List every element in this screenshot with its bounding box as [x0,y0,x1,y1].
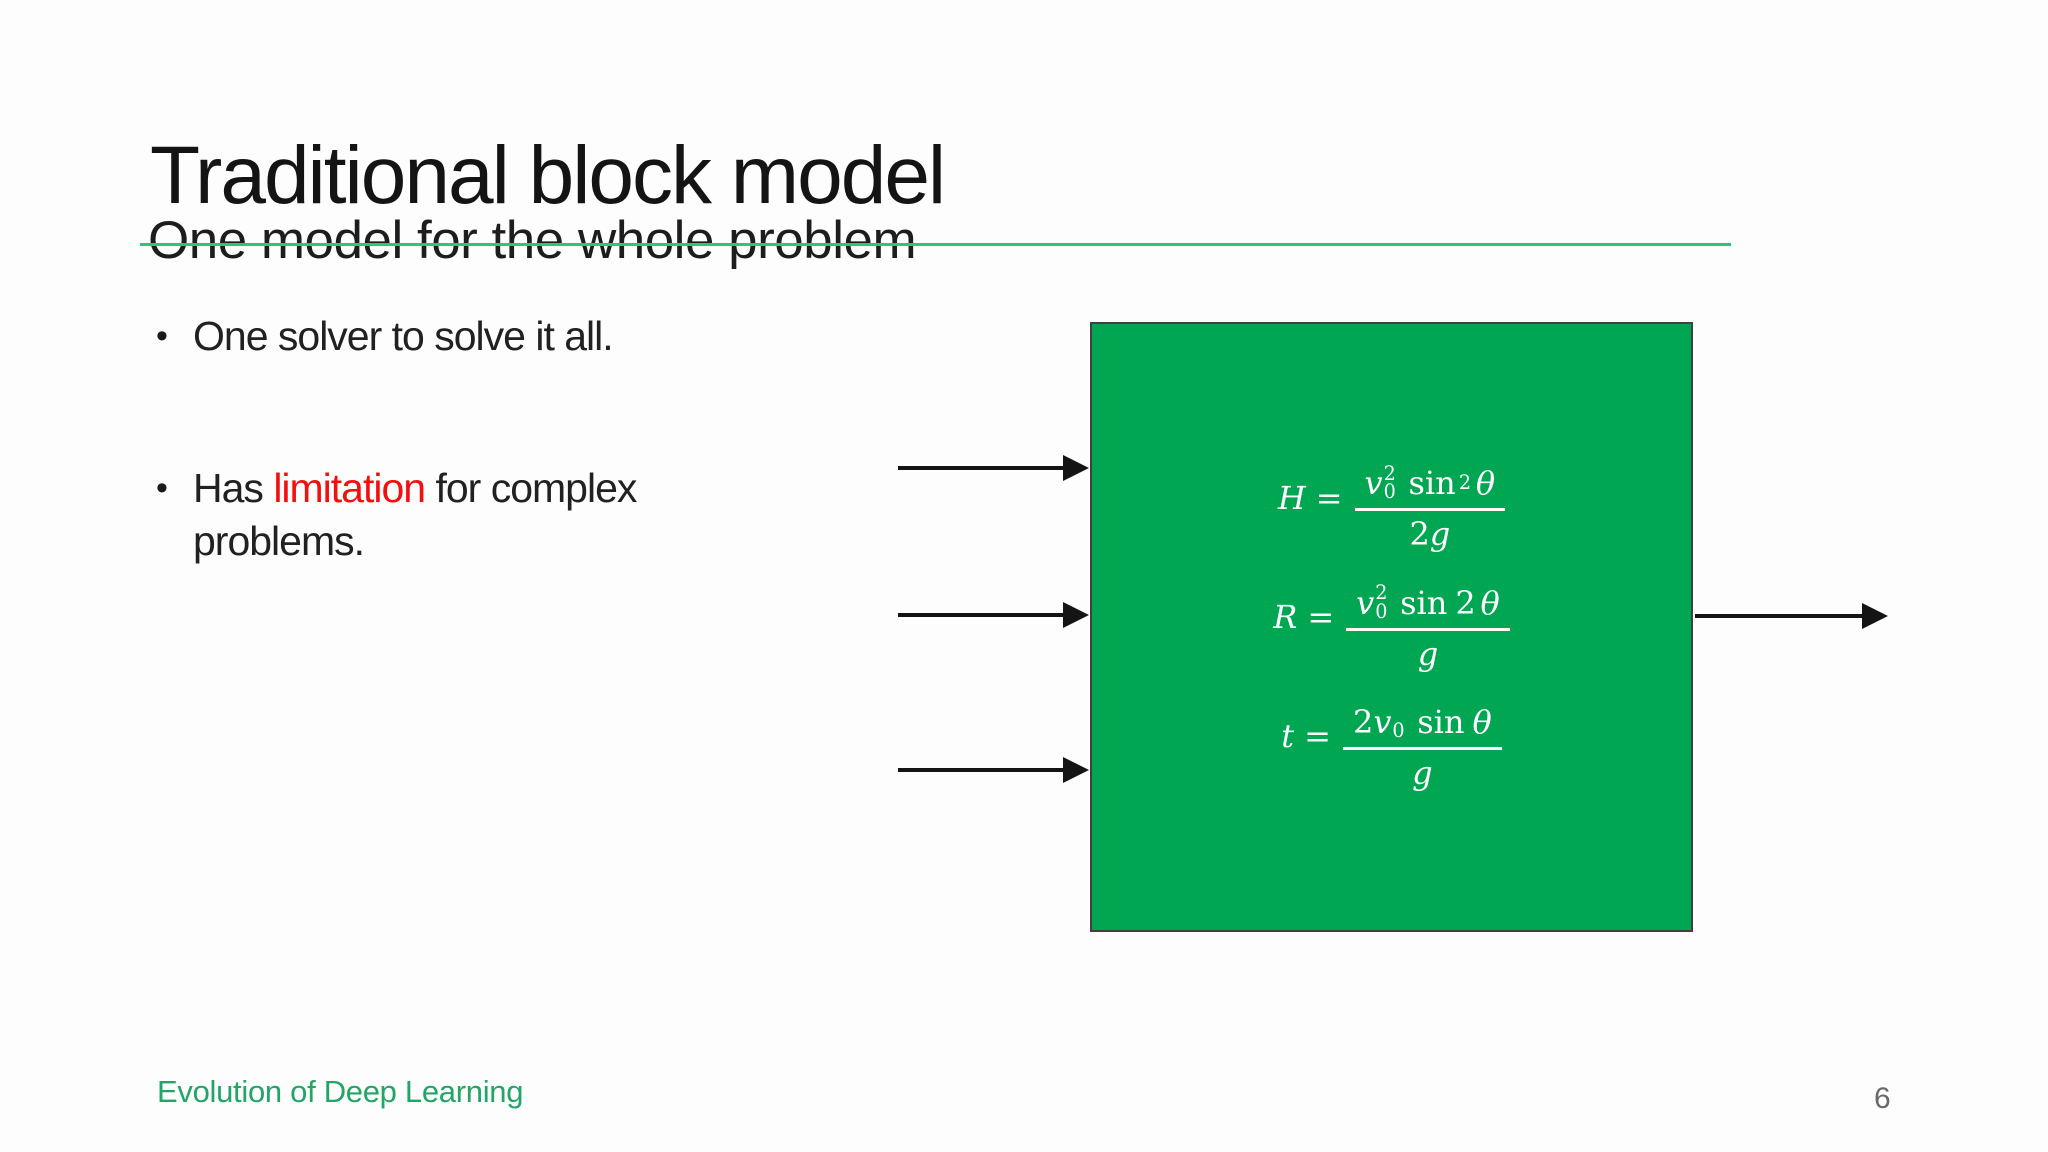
list-item: • Has limitation for complex problems. [156,462,756,569]
input-arrow-2 [898,613,1064,617]
page-number: 6 [1874,1082,1891,1115]
equation-lhs: t= [1281,720,1331,752]
bullet-text-prefix: Has [193,465,274,511]
equation-symbol: H [1277,478,1306,517]
input-arrow-1 [898,466,1064,470]
theta-symbol: θ [1475,464,1496,503]
subscript: 0 [1383,480,1396,504]
bullet-icon: • [156,469,168,507]
subscript: 0 [1392,718,1405,742]
equals-sign: = [1304,717,1331,756]
theta-symbol: θ [1480,583,1500,622]
theta-symbol: θ [1472,702,1492,741]
equation-symbol: R [1273,598,1298,636]
superscript: 2 [1375,581,1388,605]
equation-symbol: t [1281,717,1295,756]
superscript: 2 [1383,461,1396,485]
title-divider [140,243,1731,246]
gravity-symbol: g [1417,634,1439,673]
fraction-denominator: 2g [1354,508,1506,554]
subscript: 0 [1375,599,1388,623]
list-item: • One solver to solve it all. [156,310,614,363]
page-title: Traditional block model [150,129,946,221]
output-arrow [1695,614,1863,618]
highlighted-word: limitation [273,465,426,511]
coefficient: 2 [1455,583,1476,622]
bullet-text: One solver to solve it all. [193,313,614,359]
fraction-denominator: g [1342,747,1502,793]
equals-sign: = [1307,598,1335,636]
coefficient: 2 [1352,702,1374,741]
equals-sign: = [1315,478,1343,517]
gravity-symbol: g [1429,515,1451,554]
sin-function: sin [1408,464,1456,503]
velocity-symbol: v [1373,702,1392,741]
sub-sup-stack: 0 [1392,704,1404,740]
page-subtitle: One model for the whole problem [148,210,917,270]
gravity-symbol: g [1412,754,1433,793]
input-arrow-3 [898,768,1064,772]
equation-lhs: R= [1273,601,1334,633]
sin-function: sin [1417,702,1465,741]
equation-lhs: H= [1278,482,1343,514]
fraction-denominator: g [1346,627,1510,673]
coefficient: 2 [1409,515,1430,554]
velocity-symbol: v [1356,583,1375,622]
bullet-text-suffix: for complex problems. [193,465,637,565]
bullet-text: Has limitation for complex problems. [180,462,756,569]
footer-title: Evolution of Deep Learning [157,1074,524,1109]
velocity-symbol: v [1364,464,1383,503]
sin-function: sin [1400,583,1448,622]
bullet-icon: • [156,317,168,355]
